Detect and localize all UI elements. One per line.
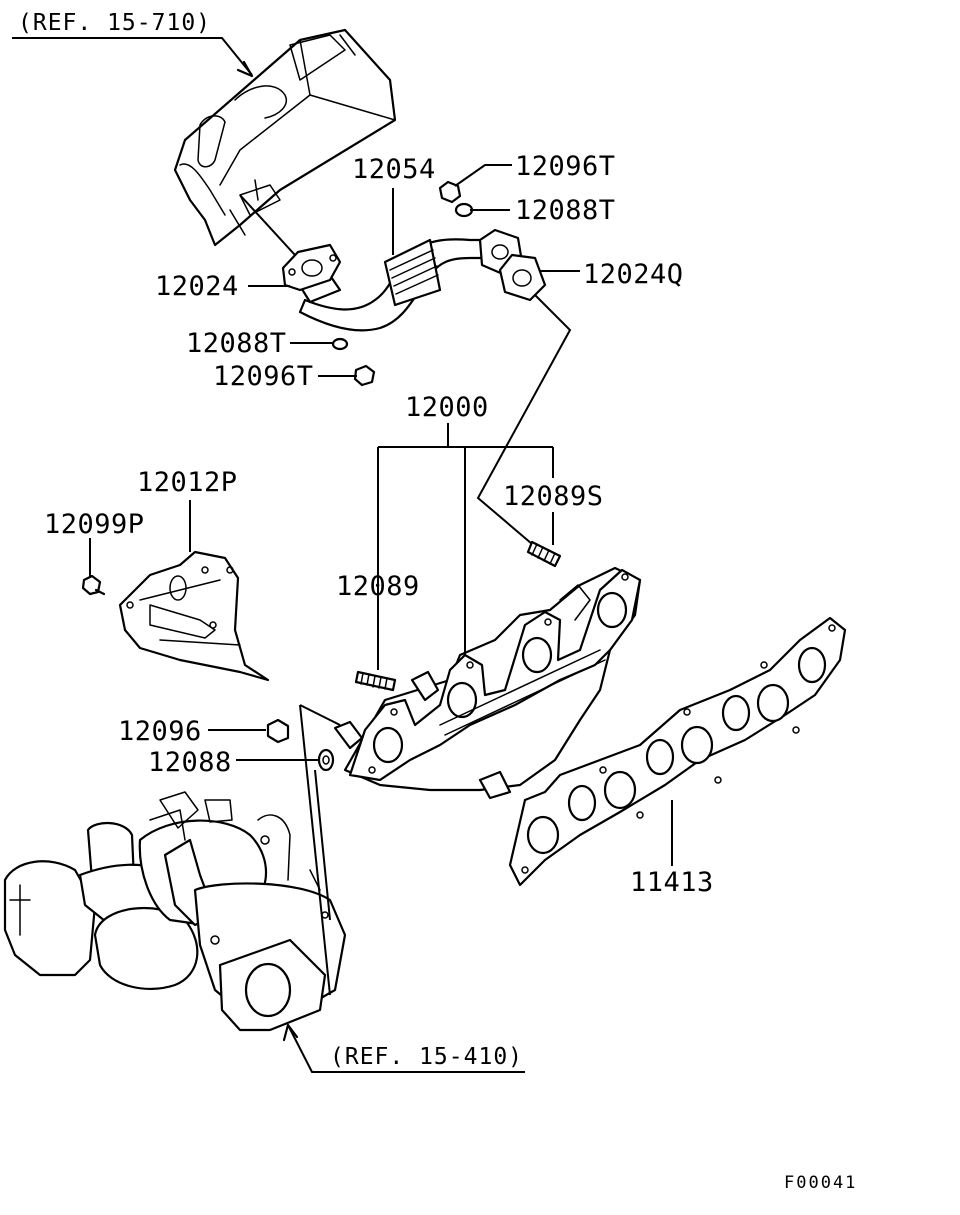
nut-12096T-left bbox=[353, 364, 376, 387]
label-12089S: 12089S bbox=[503, 481, 604, 512]
label-12054: 12054 bbox=[352, 154, 436, 185]
label-12024: 12024 bbox=[155, 271, 239, 302]
label-12099P: 12099P bbox=[44, 509, 145, 540]
label-12088T-top: 12088T bbox=[515, 195, 616, 226]
washer-12088T-left bbox=[331, 337, 349, 351]
part-number-labels: 12054 12096T 12088T 12024 12024Q 12088T … bbox=[44, 151, 714, 898]
label-12012P: 12012P bbox=[137, 467, 238, 498]
gasket-12024 bbox=[281, 243, 342, 292]
turbocharger-ref-15-410 bbox=[3, 791, 347, 1032]
stud-12089S bbox=[526, 540, 562, 568]
label-12089: 12089 bbox=[336, 571, 420, 602]
washer-12088 bbox=[317, 748, 335, 772]
figure-code: F00041 bbox=[784, 1173, 857, 1193]
ref-15-710-assembly bbox=[173, 28, 397, 247]
stud-12089 bbox=[354, 670, 397, 692]
ref-15-710-label: (REF. 15-710) bbox=[18, 10, 211, 36]
ref-15-410-label: (REF. 15-410) bbox=[330, 1044, 523, 1070]
ref-15-410-callout: (REF. 15-410) bbox=[282, 1023, 525, 1073]
label-11413: 11413 bbox=[630, 867, 714, 898]
washer-12088T-top bbox=[454, 202, 474, 218]
label-12024Q: 12024Q bbox=[583, 259, 684, 290]
heat-protector-12012P bbox=[118, 550, 270, 682]
label-12000: 12000 bbox=[405, 392, 489, 423]
label-12096T-left: 12096T bbox=[213, 361, 314, 392]
bolt-12099P bbox=[81, 574, 106, 596]
leader-lines-12000 bbox=[377, 423, 554, 670]
label-12088: 12088 bbox=[148, 747, 232, 778]
nut-12096T-top bbox=[438, 180, 462, 204]
leader-lines-top bbox=[239, 164, 580, 556]
nut-12096 bbox=[266, 718, 290, 744]
gasket-12024Q bbox=[478, 228, 547, 302]
gasket-11413 bbox=[508, 616, 847, 887]
label-12088T-left: 12088T bbox=[186, 328, 287, 359]
exhaust-manifold-12000 bbox=[333, 566, 642, 800]
label-12096: 12096 bbox=[118, 716, 202, 747]
turbo-mounting-leaders bbox=[299, 704, 341, 996]
ref-15-710-callout: (REF. 15-710) bbox=[12, 10, 254, 78]
label-12096T-top: 12096T bbox=[515, 151, 616, 182]
